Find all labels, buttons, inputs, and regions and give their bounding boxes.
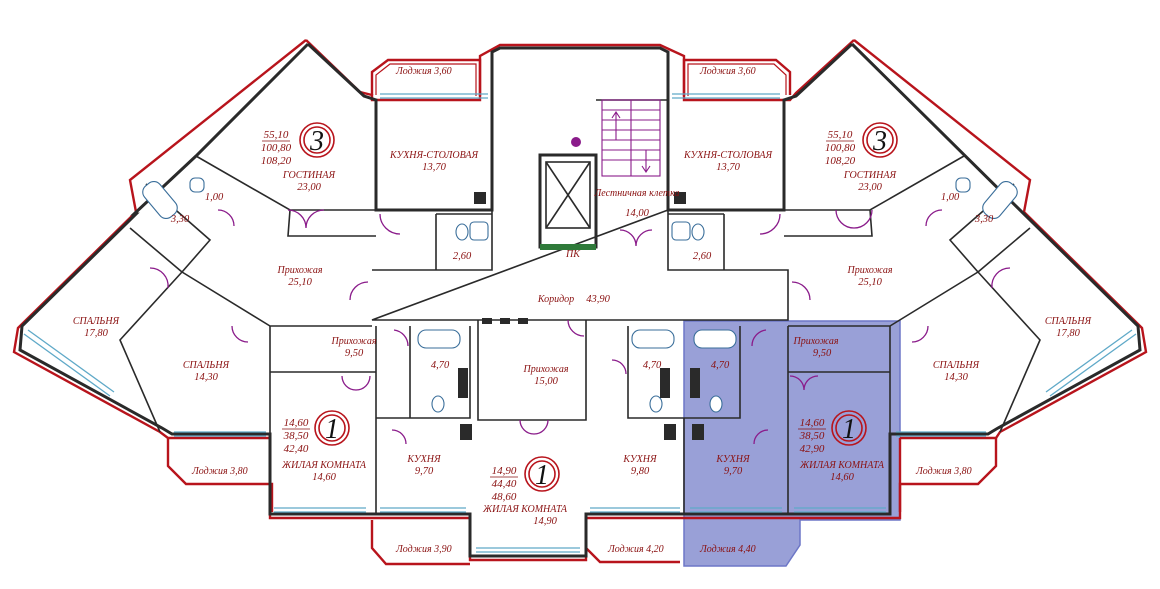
room-name: ЖИЛАЯ КОМНАТА [281, 460, 367, 471]
room-name: СПАЛЬНЯ [183, 360, 231, 371]
room-name: Прихожая [793, 336, 839, 347]
svg-text:4,70: 4,70 [431, 360, 450, 371]
room-area: 13,70 [716, 162, 740, 173]
svg-text:108,20: 108,20 [261, 155, 292, 167]
room-name: КУХНЯ [622, 454, 658, 465]
room-area: 17,80 [1056, 328, 1080, 339]
svg-text:100,80: 100,80 [825, 142, 856, 154]
exterior-envelope [12, 39, 1148, 562]
kitchen-appliances [458, 192, 704, 440]
room-name: КУХНЯ-СТОЛОВАЯ [683, 150, 774, 161]
room-name: Прихожая [847, 265, 893, 276]
svg-text:108,20: 108,20 [825, 155, 856, 167]
svg-text:55,10: 55,10 [264, 129, 289, 141]
svg-text:14,60: 14,60 [800, 417, 825, 429]
room-labels: ГОСТИНАЯ 23,00 КУХНЯ-СТОЛОВАЯ 13,70 СПАЛ… [73, 150, 1093, 527]
room-area: 14,60 [830, 472, 854, 483]
room-name: КУХНЯ [406, 454, 442, 465]
windows [23, 93, 1137, 553]
room-name: СПАЛЬНЯ [1045, 316, 1093, 327]
svg-text:38,50: 38,50 [799, 430, 825, 442]
room-name: Коридор [537, 294, 574, 305]
svg-text:42,40: 42,40 [284, 443, 309, 455]
loggia-labels: Лоджия 3,60 Лоджия 3,60 Лоджия 3,80 Лодж… [191, 66, 972, 555]
apt-marker-1-center[interactable]: 1 14,90 44,40 48,60 [490, 456, 560, 503]
room-area: 43,90 [586, 294, 610, 305]
room-area: 9,80 [631, 466, 650, 477]
svg-text:Лоджия 4,40: Лоджия 4,40 [699, 544, 756, 555]
room-name: СПАЛЬНЯ [933, 360, 981, 371]
svg-text:14,90: 14,90 [492, 465, 517, 477]
svg-text:Лоджия 3,90: Лоджия 3,90 [395, 544, 452, 555]
room-area: 14,30 [194, 372, 218, 383]
room-name: Прихожая [331, 336, 377, 347]
svg-text:1,00: 1,00 [205, 192, 224, 203]
apt-marker-1-left[interactable]: 1 14,60 38,50 42,40 [282, 410, 350, 455]
room-area: 9,70 [415, 466, 434, 477]
svg-text:1,00: 1,00 [941, 192, 960, 203]
room-name: ГОСТИНАЯ [282, 170, 337, 181]
svg-text:48,60: 48,60 [492, 491, 517, 503]
svg-text:Лоджия 3,80: Лоджия 3,80 [191, 466, 248, 477]
svg-text:3,30: 3,30 [170, 214, 190, 225]
svg-text:2,60: 2,60 [453, 251, 472, 262]
sanitary-fixtures [142, 177, 1018, 413]
room-name: Лестничная клетка [593, 188, 679, 199]
apt-marker-3-right[interactable]: 3 55,10 100,80 108,20 [825, 122, 898, 167]
structural-walls [18, 42, 1142, 558]
svg-text:14,60: 14,60 [284, 417, 309, 429]
room-name: ЖИЛАЯ КОМНАТА [482, 504, 568, 515]
room-area: 23,00 [858, 182, 882, 193]
svg-text:3,30: 3,30 [974, 214, 994, 225]
apt-rooms-count: 1 [842, 414, 856, 445]
room-name: Прихожая [523, 364, 569, 375]
room-area: 23,00 [297, 182, 321, 193]
apt-rooms-count: 1 [325, 414, 339, 445]
svg-text:42,90: 42,90 [800, 443, 825, 455]
pk-label: ПК [565, 249, 581, 260]
room-area: 15,00 [534, 376, 558, 387]
small-area-labels: 1,00 3,30 2,60 4,70 4,70 4,70 2,60 1,00 … [170, 192, 994, 371]
stairs [571, 99, 661, 177]
svg-text:Лоджия 3,60: Лоджия 3,60 [395, 66, 452, 77]
room-area: 14,90 [533, 516, 557, 527]
room-name: ГОСТИНАЯ [843, 170, 898, 181]
room-name: КУХНЯ-СТОЛОВАЯ [389, 150, 480, 161]
svg-text:2,60: 2,60 [693, 251, 712, 262]
room-area: 9,70 [724, 466, 743, 477]
room-name: ЖИЛАЯ КОМНАТА [799, 460, 885, 471]
room-area: 13,70 [422, 162, 446, 173]
svg-text:Лоджия 3,80: Лоджия 3,80 [915, 466, 972, 477]
svg-text:38,50: 38,50 [283, 430, 309, 442]
doors [149, 209, 1011, 445]
svg-text:Лоджия 3,60: Лоджия 3,60 [699, 66, 756, 77]
room-area: 14,30 [944, 372, 968, 383]
room-area: 25,10 [288, 277, 312, 288]
room-area: 25,10 [858, 277, 882, 288]
apt-rooms-count: 3 [872, 126, 887, 157]
room-name: СПАЛЬНЯ [73, 316, 121, 327]
room-area: 14,60 [312, 472, 336, 483]
apt-marker-3-left[interactable]: 3 55,10 100,80 108,20 [261, 122, 335, 167]
apt-rooms-count: 1 [535, 460, 549, 491]
svg-text:55,10: 55,10 [828, 129, 853, 141]
room-area: 14,00 [625, 208, 649, 219]
svg-text:100,80: 100,80 [261, 142, 292, 154]
apt-rooms-count: 3 [309, 126, 324, 157]
svg-text:44,40: 44,40 [492, 478, 517, 490]
svg-text:Лоджия 4,20: Лоджия 4,20 [607, 544, 664, 555]
apt-marker-1-right[interactable]: 1 14,60 38,50 42,90 [798, 410, 867, 455]
svg-text:4,70: 4,70 [643, 360, 662, 371]
room-name: КУХНЯ [715, 454, 751, 465]
room-name: Прихожая [277, 265, 323, 276]
room-area: 9,50 [813, 348, 832, 359]
room-area: 17,80 [84, 328, 108, 339]
selected-apartment-highlight[interactable] [683, 320, 901, 567]
svg-text:4,70: 4,70 [711, 360, 730, 371]
room-area: 9,50 [345, 348, 364, 359]
